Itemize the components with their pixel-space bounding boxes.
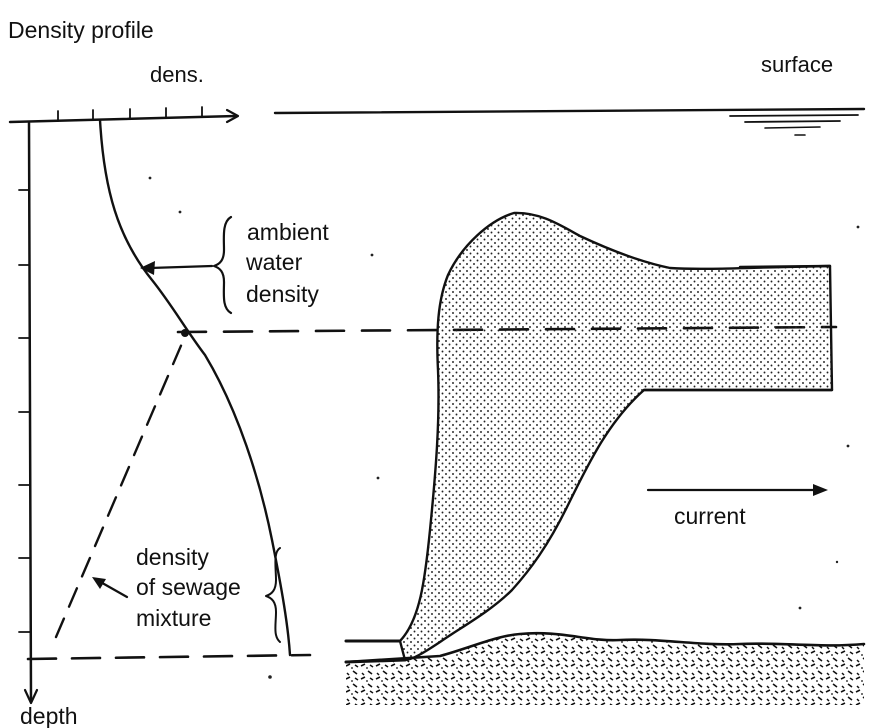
current-arrowhead xyxy=(813,484,828,496)
ambient-brace xyxy=(214,217,231,313)
sewage-brace xyxy=(266,548,280,642)
density-axis-label: dens. xyxy=(150,62,204,87)
diagram-title: Density profile xyxy=(8,17,154,43)
current-label: current xyxy=(674,503,746,529)
bottom-level-line xyxy=(28,655,310,659)
water-surface xyxy=(275,109,864,135)
sewage-label-line1: density xyxy=(136,544,209,570)
depth-axis xyxy=(19,123,37,703)
ambient-label-line1: ambient xyxy=(247,219,329,245)
ambient-arrow xyxy=(150,266,212,268)
sewage-label-line2: of sewage xyxy=(136,574,241,600)
ambient-label-line2: water xyxy=(245,249,303,275)
ambient-label-line3: density xyxy=(246,281,319,307)
depth-axis-label: depth xyxy=(20,703,78,728)
sewage-label-line3: mixture xyxy=(136,605,211,631)
sewage-plume xyxy=(400,213,832,660)
density-axis-ticks xyxy=(58,107,202,121)
density-axis xyxy=(10,107,238,122)
surface-label: surface xyxy=(761,52,833,77)
plume-top-edge xyxy=(740,266,830,267)
